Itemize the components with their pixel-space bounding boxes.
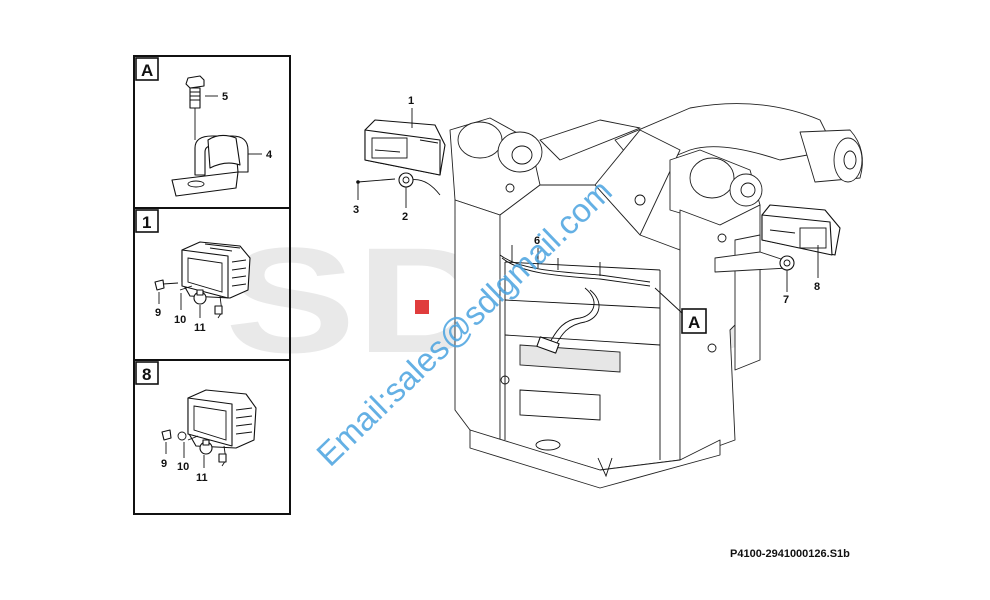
work-lamp-right xyxy=(761,204,841,271)
detail-1-callout-10: 10 xyxy=(174,314,186,326)
callout-6: 6 xyxy=(534,235,540,247)
detail-box-1: 1 9 10 11 xyxy=(135,209,251,334)
wire-harness xyxy=(409,179,651,354)
detail-box-8: 8 9 10 11 xyxy=(135,361,257,484)
callout-1: 1 xyxy=(408,95,414,107)
detail-box-1-label: 1 xyxy=(142,213,151,232)
detail-8-callout-11: 11 xyxy=(196,472,208,484)
detail-box-a-label: A xyxy=(141,61,153,80)
callout-8: 8 xyxy=(814,281,820,293)
detail-1-callout-9: 9 xyxy=(155,307,161,319)
detail-a-callout-5: 5 xyxy=(222,91,228,103)
detail-box-8-label: 8 xyxy=(142,365,151,384)
ref-a-label: A xyxy=(688,313,700,332)
detail-box-a: A 5 4 xyxy=(135,57,273,197)
main-callouts: 1 2 3 6 7 8 A xyxy=(353,95,820,334)
callout-7: 7 xyxy=(783,294,789,306)
detail-a-callout-4: 4 xyxy=(266,149,273,161)
detail-1-callout-11: 11 xyxy=(194,322,206,334)
detail-boxes: A 5 4 1 xyxy=(133,55,291,515)
detail-8-callout-9: 9 xyxy=(161,458,167,470)
callout-3: 3 xyxy=(353,204,359,216)
figure-code: P4100-2941000126.S1b xyxy=(730,548,850,560)
watermark-logo-dot xyxy=(415,300,429,314)
callout-2: 2 xyxy=(402,211,408,223)
detail-8-callout-10: 10 xyxy=(177,461,189,473)
work-lamp-left xyxy=(364,119,446,188)
loader-frame-drawing xyxy=(449,103,863,489)
detail-column-border xyxy=(133,55,291,515)
